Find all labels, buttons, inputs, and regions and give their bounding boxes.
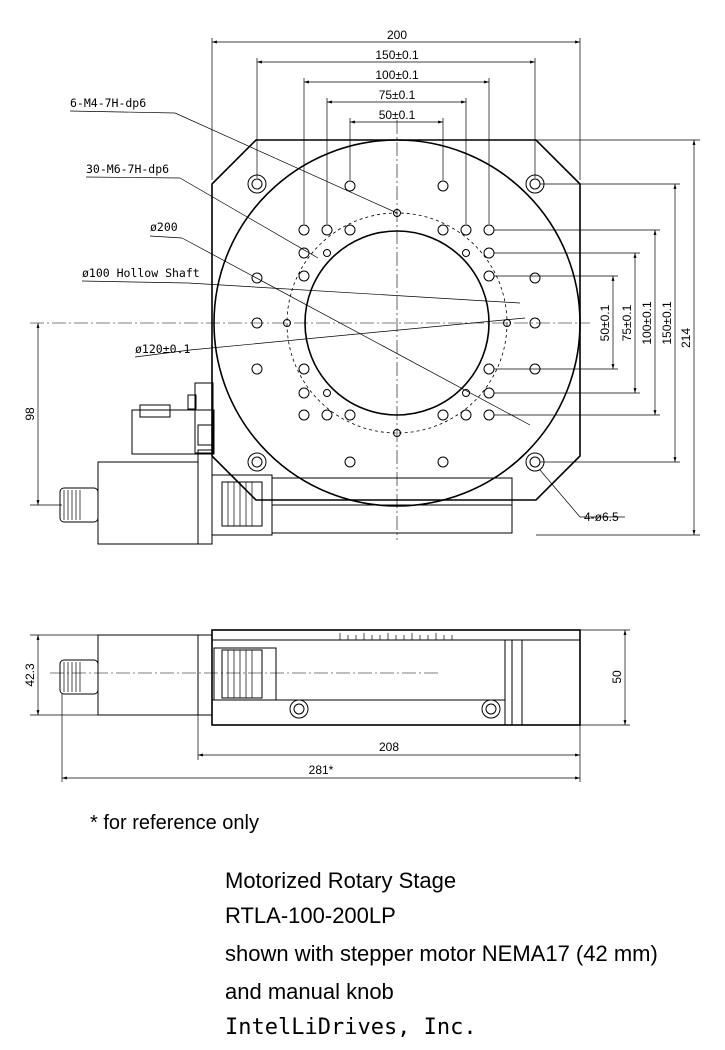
dim-offset-98: 98 — [23, 407, 37, 421]
dim-hole-100: 100±0.1 — [375, 68, 419, 82]
dim-width-200: 200 — [387, 28, 407, 42]
callout-mount-holes: 4-ø6.5 — [584, 510, 619, 524]
dim-vert-150: 150±0.1 — [660, 301, 674, 345]
angle-scale — [339, 633, 453, 640]
callout-m6-holes: 30-M6-7H-dp6 — [86, 162, 169, 176]
stage-body-side — [211, 629, 581, 726]
dim-height-214: 214 — [679, 328, 693, 348]
title-model-number: RTLA-100-200LP — [225, 903, 396, 928]
technical-drawing: 200 150±0.1 100±0.1 75±0.1 50±0.1 214 15… — [23, 28, 700, 782]
vertical-dimensions — [30, 139, 700, 536]
callout-dia-120: ø120±0.1 — [135, 342, 190, 356]
motor-side — [97, 634, 199, 716]
reference-note: * for reference only — [90, 812, 259, 834]
title-product-type: Motorized Rotary Stage — [225, 868, 457, 893]
dim-vert-75: 75±0.1 — [620, 304, 634, 341]
horizontal-dimensions — [211, 38, 581, 224]
dim-length-208: 208 — [379, 740, 399, 754]
m4-holes — [283, 209, 511, 437]
title-motor-description: shown with stepper motor NEMA17 (42 mm) — [225, 941, 658, 966]
dim-hole-75: 75±0.1 — [379, 88, 416, 102]
callout-hollow-shaft: ø100 Hollow Shaft — [82, 266, 200, 280]
base-plate-outline — [211, 139, 581, 501]
dim-height-50: 50 — [610, 670, 624, 684]
dim-hole-150: 150±0.1 — [375, 48, 419, 62]
dim-hole-50: 50±0.1 — [379, 108, 416, 122]
title-knob-description: and manual knob — [225, 979, 394, 1004]
dim-length-281: 281* — [309, 763, 334, 777]
mount-holes — [247, 174, 545, 472]
side-view: 42.3 50 208 281* — [23, 629, 630, 782]
motor-assembly-top — [59, 382, 513, 545]
dim-vert-100: 100±0.1 — [640, 301, 654, 345]
callout-m4-holes: 6-M4-7H-dp6 — [70, 96, 146, 110]
dim-vert-50: 50±0.1 — [598, 304, 612, 341]
dim-height-42: 42.3 — [23, 663, 37, 687]
m6-holes — [251, 180, 541, 468]
top-view: 200 150±0.1 100±0.1 75±0.1 50±0.1 214 15… — [23, 28, 700, 545]
callout-dia-200: ø200 — [150, 220, 178, 234]
company-name: IntelLiDrives, Inc. — [225, 1015, 477, 1040]
